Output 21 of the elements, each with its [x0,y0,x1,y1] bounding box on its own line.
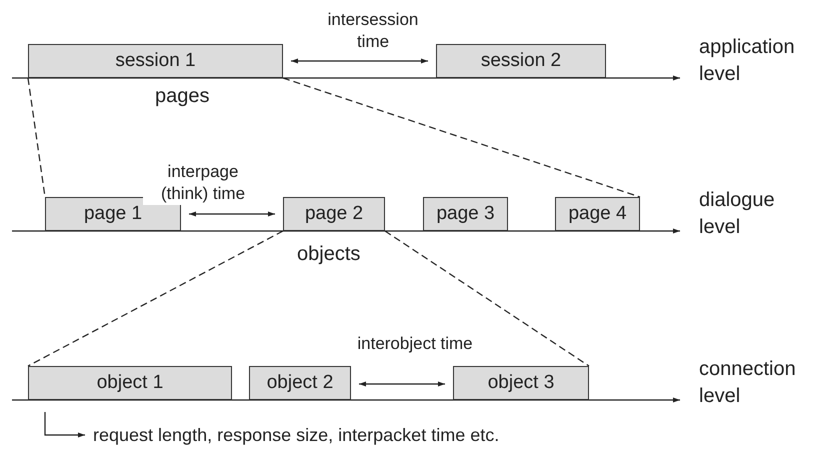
bent-arrow [44,412,85,438]
level-label: dialogue level [699,188,776,240]
level-caption: pages [155,84,210,109]
dashed-zoom-line [282,77,640,198]
time-period-box: session 2 [436,44,606,78]
double-arrow [189,212,275,216]
dashed-zoom-line [28,230,284,367]
time-period-box: object 2 [249,366,351,400]
time-period-box: object 1 [28,366,232,400]
time-period-box: object 3 [453,366,589,400]
level-caption: objects [297,242,360,267]
time-period-box: page 4 [555,197,640,231]
level-label: connection level [699,357,797,409]
time-period-box: session 1 [28,44,283,78]
note-text: request length, response size, interpacket time etc. [93,423,500,447]
time-period-box: page 3 [423,197,508,231]
double-arrow [291,58,428,64]
double-arrow [359,382,445,386]
dashed-zoom-line [384,230,590,366]
time-period-box: page 2 [283,197,385,231]
level-label: application level [699,35,796,87]
